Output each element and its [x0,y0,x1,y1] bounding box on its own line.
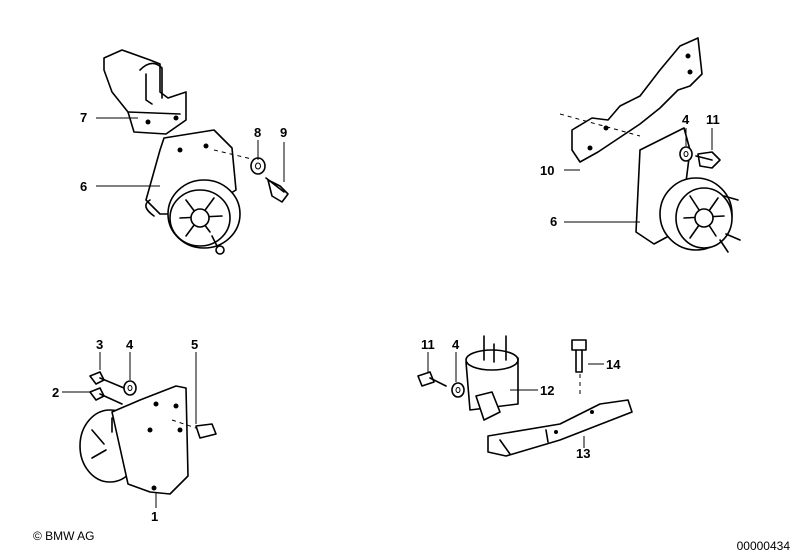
bracket-part-10 [571,37,703,163]
label-11: 11 [706,112,720,127]
washer-part-4c [451,382,465,398]
label-5: 5 [191,337,198,352]
label-8: 8 [254,125,261,140]
sensor-unit-part-12 [465,335,519,421]
label-3: 3 [96,337,103,352]
sensor-unit-part-6 [145,129,241,255]
assembly-top-right [559,37,741,253]
screw-part-9 [265,177,289,203]
label-11b: 11 [421,337,435,352]
bracket-part-13 [487,399,633,457]
bracket-part-7 [103,49,187,135]
label-4b: 4 [126,337,134,352]
label-4: 4 [682,112,690,127]
label-2: 2 [52,385,59,400]
callout-labels: 7 6 8 9 4 11 10 6 3 4 5 2 1 11 4 14 12 1… [52,110,720,524]
assembly-bottom-right [417,335,633,457]
document-number: 00000434 [736,539,790,553]
assembly-top-left [96,49,289,255]
label-6: 6 [80,179,87,194]
label-7: 7 [80,110,87,125]
label-1: 1 [151,509,158,524]
washer-part-8 [250,157,266,175]
washer-part-4 [679,146,693,162]
copyright-notice: © BMW AG [33,529,95,543]
screw-part-11 [695,151,721,169]
screw-part-3 [89,371,125,389]
sensor-unit-part-6b [635,127,741,253]
sensor-unit-part-1 [79,385,189,495]
label-4c: 4 [452,337,460,352]
washer-part-4b [123,380,137,396]
label-10: 10 [540,163,554,178]
label-6b: 6 [550,214,557,229]
assembly-bottom-left [62,352,217,508]
label-14: 14 [606,357,621,372]
sleeve-part-5 [171,419,217,439]
screw-part-11b [417,371,447,387]
bolt-part-14 [571,339,587,396]
label-12: 12 [540,383,554,398]
label-13: 13 [576,446,590,461]
screw-part-2 [89,387,123,405]
label-9: 9 [280,125,287,140]
